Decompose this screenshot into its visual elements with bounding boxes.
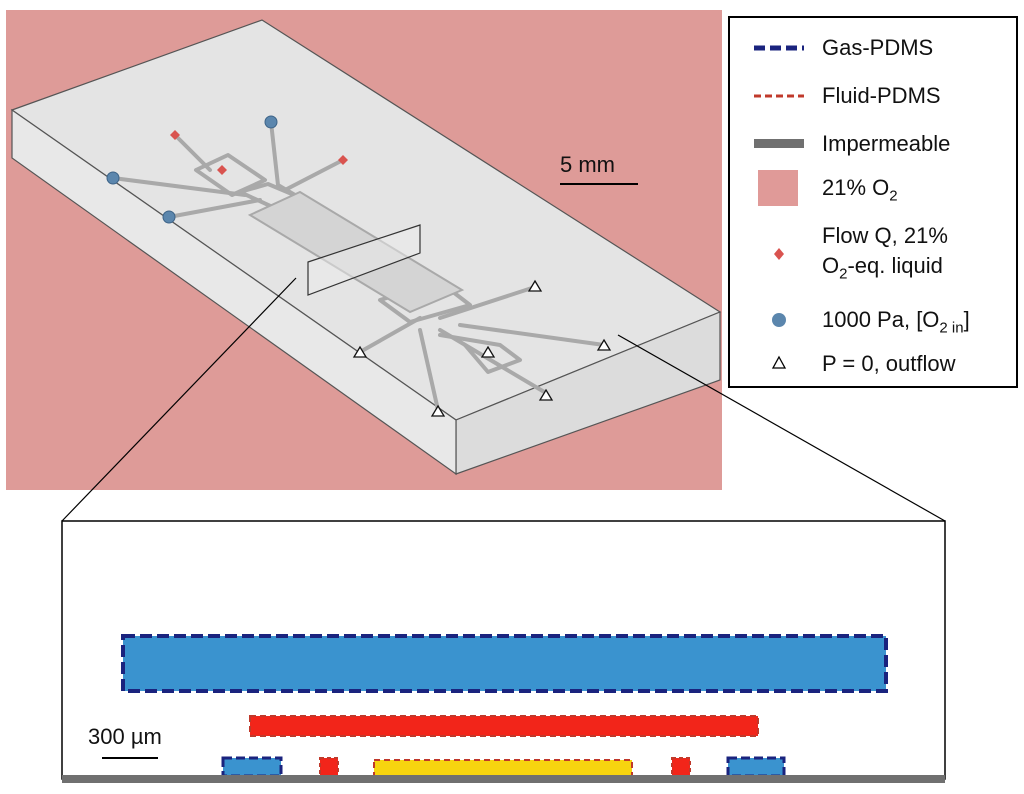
flow-inlet-marker [338, 155, 348, 165]
outflow-markers [352, 279, 612, 417]
device-slab [10, 19, 722, 476]
outflow-marker [596, 338, 612, 351]
blue-circle-icon [772, 313, 786, 327]
scale-label-bottom: 300 µm [88, 724, 162, 749]
legend-label: Gas-PDMS [822, 35, 934, 60]
zoom-line-left [61, 277, 297, 522]
legend-item-pressure: 1000 Pa, [O2 in] [730, 300, 1016, 340]
legend-label-line2: O2-eq. liquid [822, 253, 943, 283]
pressure-inlet-marker [106, 171, 120, 185]
pressure-inlets [106, 115, 278, 224]
channel [458, 323, 606, 347]
legend-label: P = 0, outflow [822, 351, 956, 376]
impermeable-bottom [62, 775, 945, 783]
channel [438, 328, 548, 395]
channel [167, 198, 262, 219]
legend-label: Fluid-PDMS [822, 83, 941, 108]
flow-inlets [170, 130, 348, 175]
zoom-line-right [617, 334, 946, 522]
pressure-inlet-marker [264, 115, 278, 129]
outflow-marker [480, 345, 496, 358]
channel [358, 316, 422, 354]
gray-bar-icon [754, 139, 804, 148]
red-diamond-icon [774, 248, 784, 260]
legend-item-impermeable: Impermeable [730, 124, 1016, 164]
legend-label-line1: Flow Q, 21% [822, 223, 948, 248]
channel [111, 176, 247, 197]
section-plane [307, 224, 421, 296]
gas-channel-left [221, 756, 283, 778]
scale-label-top: 5 mm [560, 152, 615, 177]
central-culture-channel [373, 759, 633, 777]
gas-channel-right [726, 756, 786, 778]
channel [438, 285, 537, 320]
legend: Gas-PDMS Fluid-PDMS Impermeable 21% O2 F… [728, 16, 1018, 388]
fluid-channel-right [671, 757, 691, 777]
flow-inlet-marker [170, 130, 180, 140]
fluid-channel-left [319, 757, 339, 777]
legend-label: 21% O2 [822, 175, 898, 205]
channel [194, 153, 267, 197]
legend-item-fluid-pdms: Fluid-PDMS [730, 76, 1016, 116]
channel-network [111, 120, 606, 412]
legend-item-gas-pdms: Gas-PDMS [730, 28, 1016, 68]
slab-left-face [11, 108, 457, 476]
dashed-blue-line-icon [754, 45, 804, 51]
outflow-marker [527, 279, 543, 292]
legend-label: 1000 Pa, [O2 in] [822, 307, 970, 337]
pink-square-icon [758, 170, 798, 206]
triangle-outline-icon [771, 355, 787, 369]
channel [438, 333, 522, 374]
channel [283, 158, 345, 192]
outflow-marker [538, 388, 554, 401]
outflow-marker [430, 404, 446, 417]
dashed-red-line-icon [754, 94, 804, 98]
legend-item-flow: Flow Q, 21% O2-eq. liquid [730, 223, 1016, 283]
pressure-inlet-marker [162, 210, 176, 224]
flow-inlet-marker [217, 165, 227, 175]
legend-item-oxygen: 21% O2 [730, 168, 1016, 208]
legend-item-outflow: P = 0, outflow [730, 344, 1016, 384]
channel [418, 328, 440, 412]
fluid-pdms-layer [249, 715, 759, 737]
outflow-marker [352, 345, 368, 358]
legend-label: Impermeable [822, 131, 951, 156]
gas-pdms-top-layer [121, 634, 888, 693]
